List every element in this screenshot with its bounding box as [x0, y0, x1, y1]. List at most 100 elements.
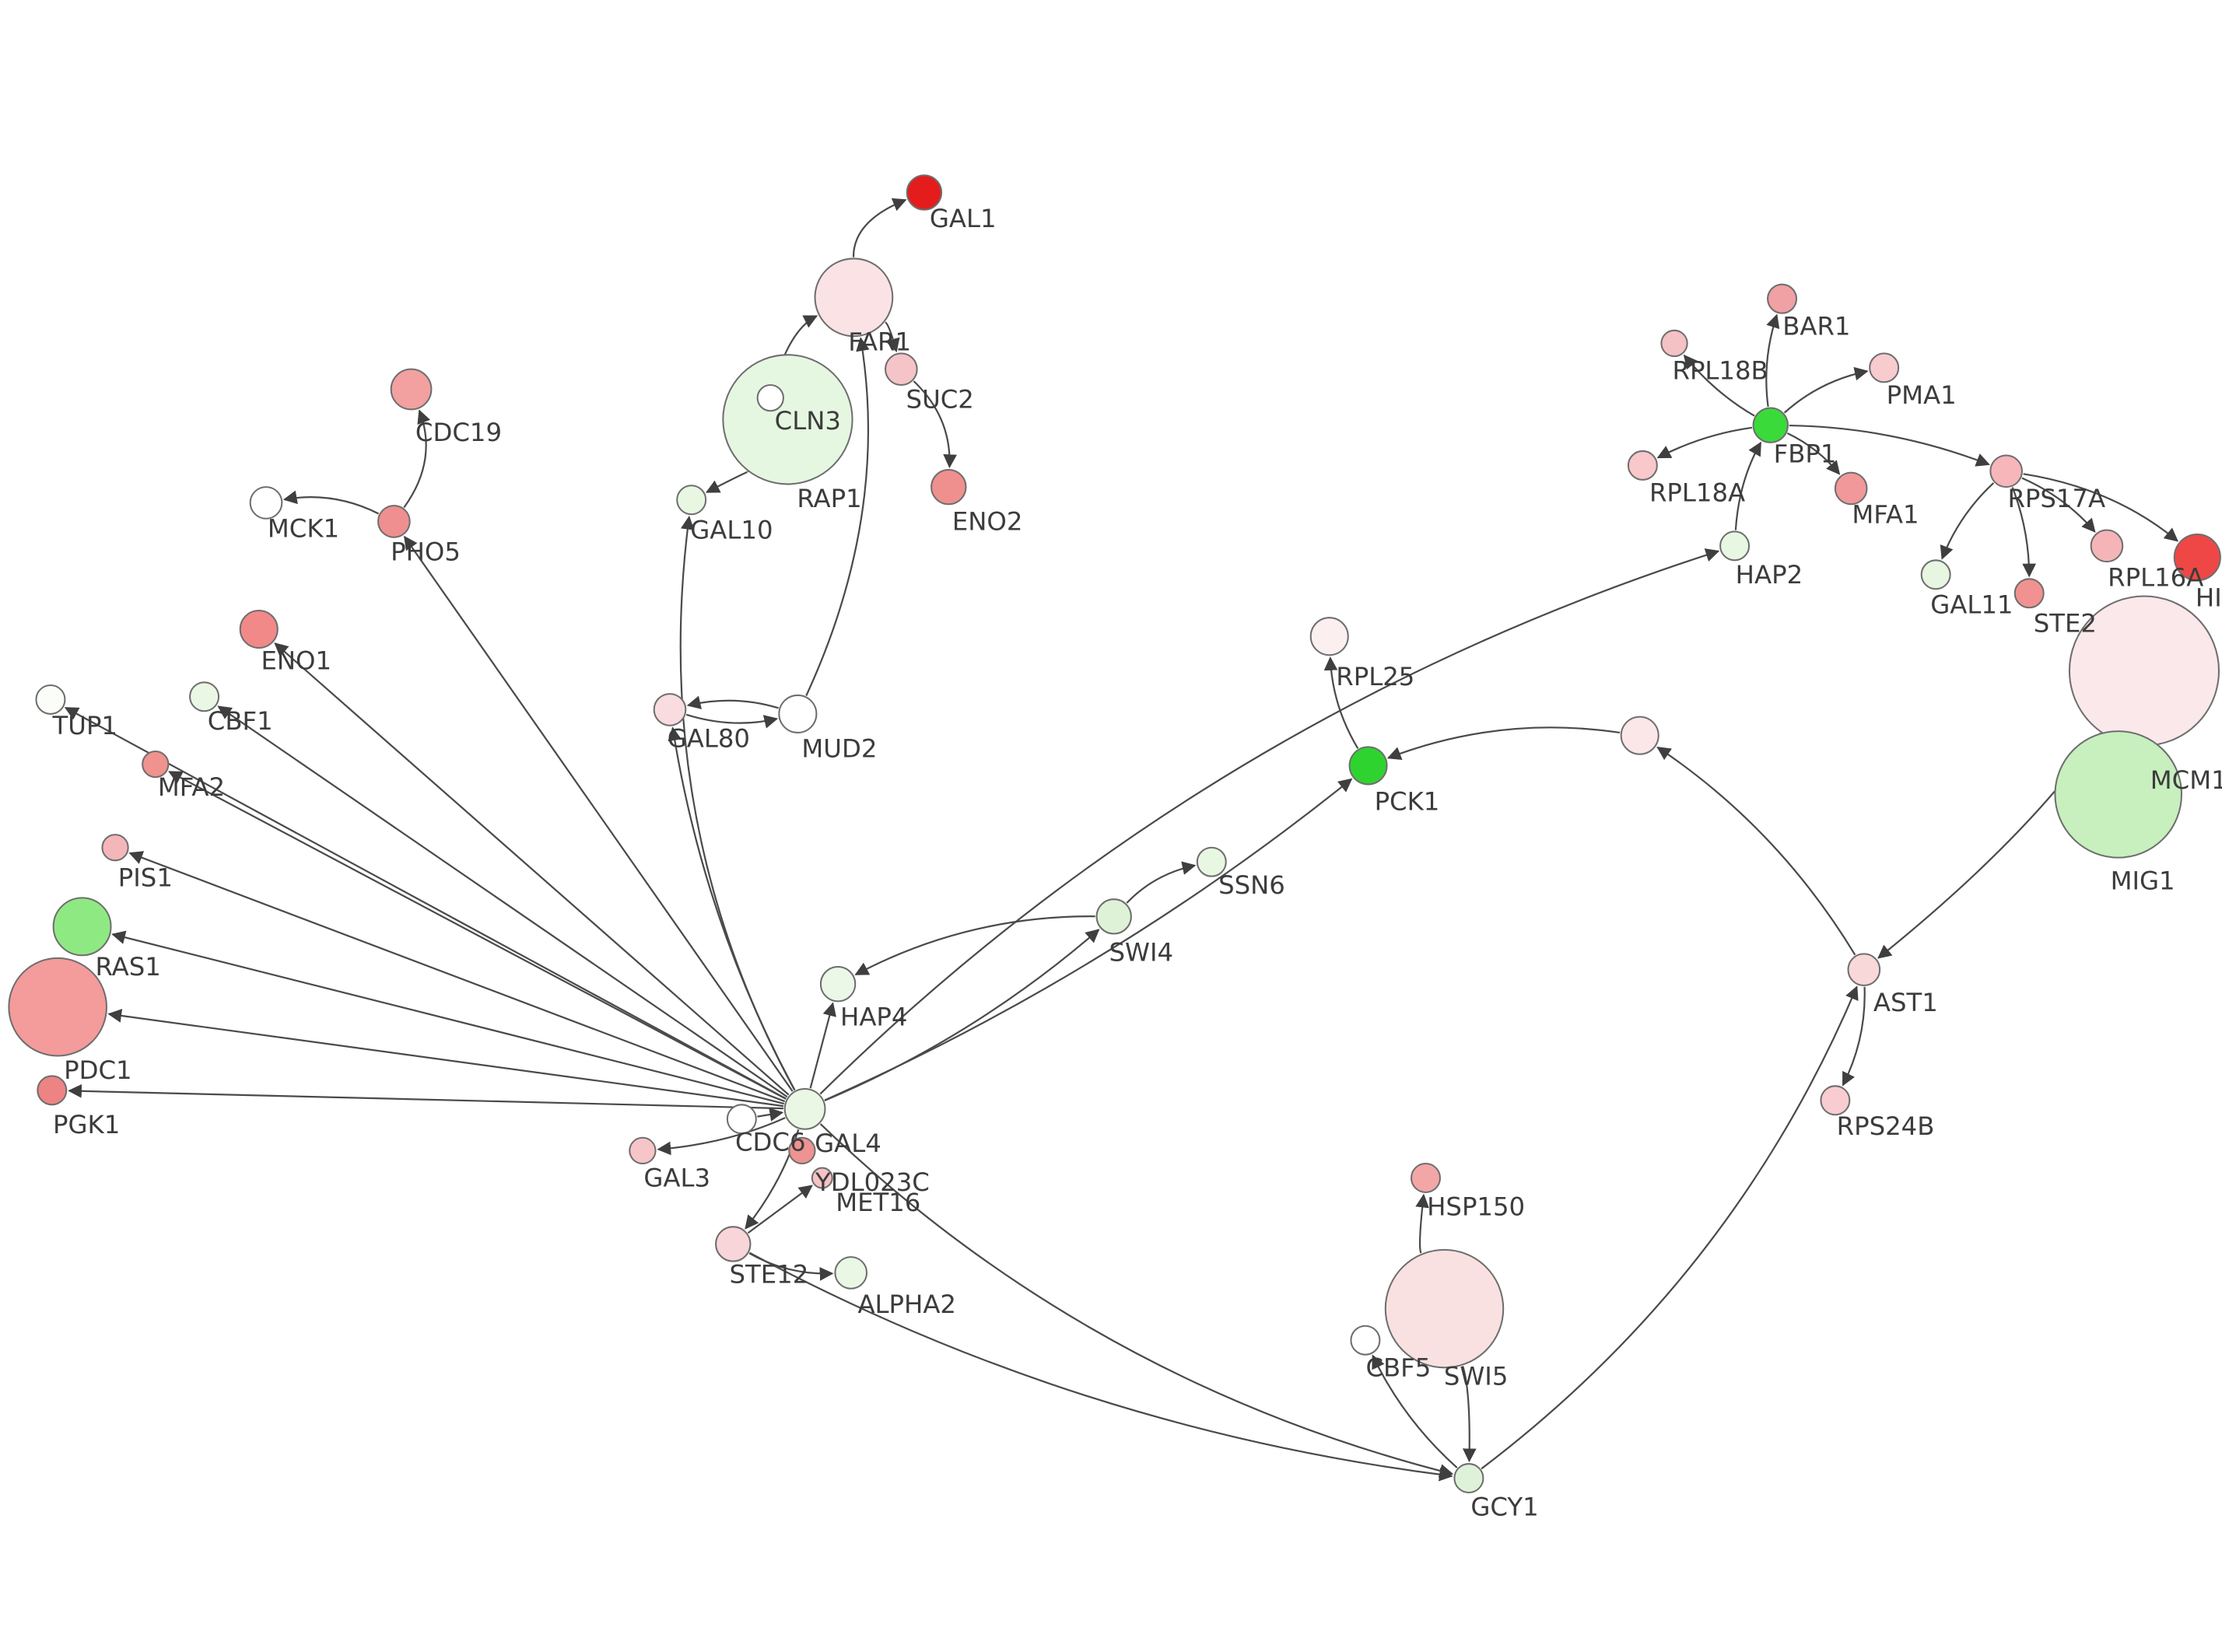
node-MFA2[interactable] [142, 750, 170, 779]
node-GAL10[interactable] [676, 485, 707, 516]
node-HAP2[interactable] [1719, 530, 1751, 562]
edge-STE12-MET16[interactable] [747, 1185, 813, 1234]
node-PCK1[interactable] [1348, 746, 1388, 786]
node-RPL25[interactable] [1309, 617, 1349, 656]
node-ENO1[interactable] [239, 609, 279, 649]
node-PIS1[interactable] [101, 834, 129, 862]
node-RPS24B[interactable] [1820, 1085, 1851, 1116]
node-PHO5[interactable] [377, 505, 411, 538]
edge-GAL4-PCK1[interactable] [824, 778, 1353, 1101]
node-RAS1[interactable] [52, 897, 112, 957]
node-PMA1[interactable] [1869, 352, 1900, 383]
node-STE12[interactable] [715, 1226, 752, 1262]
node-MIG1[interactable] [2054, 730, 2182, 859]
node-MET16[interactable] [811, 1167, 833, 1189]
node-SWI5[interactable] [1384, 1248, 1505, 1369]
edge-SWI5-HSP150[interactable] [1415, 1193, 1429, 1254]
node-HAP4[interactable] [819, 965, 857, 1003]
edge-FBP1-RPL18A[interactable] [1656, 426, 1753, 459]
edge-PCK1-RPL25[interactable] [1323, 656, 1359, 749]
node-ENO2[interactable] [931, 468, 967, 506]
edge-GAL4-GAL3[interactable] [657, 1117, 786, 1156]
edge-HAP2-FBP1[interactable] [1734, 441, 1761, 530]
edge-SUC2-ENO2[interactable] [913, 380, 957, 469]
edge-GAL4-PGK1[interactable] [68, 1083, 783, 1110]
edge-SWI4-HAP4[interactable] [854, 915, 1095, 975]
edge-FBP1-BAR1[interactable] [1765, 313, 1780, 408]
edge-GAL4-MFA2[interactable] [168, 771, 787, 1100]
edge-GAL4-ENO1[interactable] [274, 642, 790, 1096]
edge-SWI5-GCY1[interactable] [1462, 1366, 1477, 1463]
node-TUP1[interactable] [35, 684, 66, 715]
edge-GAL4-PDC1[interactable] [107, 1009, 784, 1108]
edge-FBP1-RPS17A[interactable] [1789, 424, 1990, 467]
edge-PHO5-CDC19[interactable] [403, 409, 431, 509]
node-CDC6[interactable] [726, 1104, 757, 1135]
node-HIS4[interactable] [2173, 534, 2221, 582]
node-STE2[interactable] [2013, 578, 2045, 609]
node-MUD2[interactable] [778, 694, 818, 733]
node-CBF1[interactable] [189, 681, 220, 712]
node-PDC1[interactable] [8, 957, 107, 1057]
edge-GAL4-HAP2[interactable] [819, 548, 1720, 1095]
node-AST1[interactable] [1847, 953, 1881, 987]
edge-GAL4-GCY1[interactable] [819, 1123, 1454, 1478]
node-SSN6[interactable] [1196, 846, 1227, 877]
node-CDC19[interactable] [390, 368, 433, 411]
node-RPS17A[interactable] [1989, 454, 2023, 488]
edge-GAL4-HAP4[interactable] [809, 1002, 836, 1089]
node-NODE_X[interactable] [1620, 716, 1659, 755]
edge-GCY1-AST1[interactable] [1481, 985, 1859, 1470]
edge-RPS17A-GAL11[interactable] [1940, 482, 1995, 560]
node-HSP150[interactable] [1410, 1163, 1441, 1193]
node-GAL11[interactable] [1920, 559, 1951, 590]
node-PGK1[interactable] [37, 1075, 68, 1106]
node-SWI4[interactable] [1095, 898, 1132, 935]
node-MFA1[interactable] [1834, 471, 1868, 506]
node-YDL023C[interactable] [788, 1136, 816, 1165]
node-CLN3[interactable] [756, 383, 784, 412]
edge-RPS17A-STE2[interactable] [2011, 487, 2037, 578]
edge-MUD2-GAL80[interactable] [686, 695, 779, 709]
edge-GAL4-PIS1[interactable] [128, 851, 786, 1103]
edge-MUD2-FAR1[interactable] [805, 337, 870, 696]
node-GAL4[interactable] [783, 1087, 826, 1130]
node-GAL1[interactable] [906, 174, 943, 211]
edge-FBP1-RPL18B[interactable] [1683, 354, 1755, 417]
edge-NODE_X-PCK1[interactable] [1386, 726, 1621, 761]
node-RPL18A[interactable] [1627, 450, 1658, 481]
node-ALPHA2[interactable] [834, 1256, 868, 1290]
edge-GAL4-GAL80[interactable] [668, 726, 796, 1090]
edge-CDC6-GAL4[interactable] [757, 1108, 784, 1122]
node-BAR1[interactable] [1767, 283, 1798, 314]
edge-GCY1-CBF5[interactable] [1372, 1354, 1458, 1468]
edge-STE12-GCY1[interactable] [748, 1251, 1453, 1482]
node-GAL3[interactable] [629, 1136, 657, 1165]
node-CBF5[interactable] [1350, 1325, 1381, 1356]
edge-GAL80-MUD2[interactable] [685, 713, 779, 729]
edge-AST1-RPS24B[interactable] [1842, 986, 1866, 1087]
node-GAL80[interactable] [653, 693, 687, 726]
edge-GAL4-PHO5[interactable] [404, 535, 794, 1092]
edge-FBP1-MFA1[interactable] [1786, 432, 1841, 475]
edge-GAL4-RAS1[interactable] [111, 930, 785, 1105]
edge-FAR1-SUC2[interactable] [885, 321, 900, 353]
edge-PHO5-MCK1[interactable] [282, 490, 380, 515]
edge-GAL4-CBF1[interactable] [217, 705, 788, 1098]
edge-FAR1-GAL1[interactable] [852, 198, 907, 257]
edge-FBP1-PMA1[interactable] [1783, 366, 1869, 414]
edge-GAL4-TUP1[interactable] [64, 707, 787, 1100]
node-RAP1[interactable] [722, 354, 853, 485]
edge-STE12-ALPHA2[interactable] [748, 1252, 834, 1281]
edge-RPS17A-HIS4[interactable] [2023, 473, 2178, 542]
node-RPL16A[interactable] [2090, 529, 2124, 563]
edge-RPS17A-RPL16A[interactable] [2021, 477, 2096, 533]
node-RPL18B[interactable] [1660, 329, 1688, 358]
edge-AST1-NODE_X[interactable] [1656, 746, 1856, 956]
node-SUC2[interactable] [885, 352, 918, 387]
node-FAR1[interactable] [814, 257, 894, 338]
edge-GAL4-GAL10[interactable] [679, 515, 796, 1090]
node-GCY1[interactable] [1453, 1463, 1484, 1494]
node-MCK1[interactable] [249, 486, 283, 520]
